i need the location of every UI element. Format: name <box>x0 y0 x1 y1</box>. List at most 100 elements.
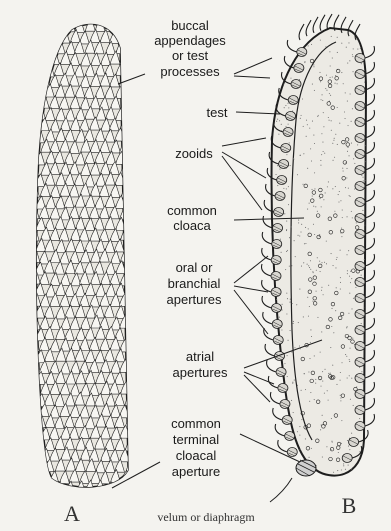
stipple-dot <box>332 143 333 144</box>
stipple-dot <box>359 451 360 452</box>
colony-a-scale <box>126 371 136 384</box>
stipple-dot <box>309 401 310 402</box>
stipple-dot <box>336 259 337 260</box>
stipple-dot <box>332 188 333 189</box>
stipple-dot <box>346 356 347 357</box>
stipple-dot <box>348 155 349 156</box>
colony-a-scale <box>105 18 115 31</box>
label-buccal-3: or test <box>172 48 209 63</box>
stipple-dot <box>287 250 288 251</box>
stipple-dot <box>331 130 332 131</box>
stipple-dot <box>326 263 327 264</box>
buccal-process <box>365 254 375 266</box>
stipple-dot <box>351 278 352 279</box>
stipple-dot <box>364 82 365 83</box>
stipple-dot <box>326 90 327 91</box>
stipple-dot <box>326 446 327 447</box>
stipple-dot <box>293 321 294 322</box>
label-zooids: zooids <box>175 146 213 161</box>
stipple-dot <box>284 213 285 214</box>
stipple-dot <box>281 426 282 427</box>
label-test: test <box>207 105 228 120</box>
stipple-dot <box>341 72 342 73</box>
stipple-dot <box>297 431 298 432</box>
stipple-dot <box>351 308 352 309</box>
stipple-dot <box>349 60 350 61</box>
colony-a-scale <box>25 393 35 406</box>
buccal-process <box>365 206 375 218</box>
stipple-dot <box>318 115 319 116</box>
colony-a-scale <box>34 18 44 31</box>
label-cloaca-2: cloaca <box>173 218 211 233</box>
stipple-dot <box>327 186 328 187</box>
stipple-dot <box>315 383 316 384</box>
caption-b: B <box>342 493 357 518</box>
stipple-dot <box>333 265 334 266</box>
stipple-dot <box>280 37 281 38</box>
stipple-dot <box>286 251 287 252</box>
stipple-dot <box>348 446 349 447</box>
buccal-process <box>365 190 375 202</box>
terminal-aperture <box>270 460 316 502</box>
stipple-dot <box>366 414 367 415</box>
stipple-dot <box>359 418 360 419</box>
stipple-dot <box>347 151 348 152</box>
stipple-dot <box>340 200 341 201</box>
stipple-dot <box>317 116 318 117</box>
stipple-dot <box>342 217 343 218</box>
stipple-dot <box>322 371 323 372</box>
stipple-dot <box>354 188 355 189</box>
stipple-dot <box>309 128 310 129</box>
stipple-dot <box>287 355 288 356</box>
stipple-dot <box>298 220 299 221</box>
stipple-dot <box>335 186 336 187</box>
buccal-process <box>262 248 272 260</box>
stipple-dot <box>314 188 315 189</box>
colony-a-scale <box>26 282 36 295</box>
stipple-dot <box>346 168 347 169</box>
stipple-dot <box>347 101 348 102</box>
stipple-dot <box>302 184 303 185</box>
stipple-dot <box>289 50 290 51</box>
stipple-dot <box>349 195 350 196</box>
stipple-dot <box>361 323 362 324</box>
stipple-dot <box>314 355 315 356</box>
stipple-dot <box>277 119 278 120</box>
colony-a-scale <box>125 85 135 98</box>
stipple-dot <box>352 71 353 72</box>
stipple-dot <box>354 163 355 164</box>
stipple-dot <box>350 282 351 283</box>
stipple-dot <box>320 271 321 272</box>
stipple-dot <box>352 56 353 57</box>
colony-a-scale <box>30 403 40 416</box>
label-terminal-1: common <box>171 416 221 431</box>
stipple-dot <box>309 457 310 458</box>
buccal-process <box>262 232 272 244</box>
stipple-dot <box>293 323 294 324</box>
stipple-dot <box>300 118 301 119</box>
stipple-dot <box>355 287 356 288</box>
stipple-dot <box>320 99 321 100</box>
stipple-dot <box>277 165 278 166</box>
buccal-process <box>365 414 375 426</box>
stipple-dot <box>311 161 312 162</box>
stipple-dot <box>304 61 305 62</box>
stipple-dot <box>301 419 302 420</box>
colony-a-scale <box>35 63 45 76</box>
stipple-dot <box>313 206 314 207</box>
stipple-dot <box>365 145 366 146</box>
stipple-dot <box>324 369 325 370</box>
stipple-dot <box>351 433 352 434</box>
stipple-dot <box>310 260 311 261</box>
stipple-dot <box>288 340 289 341</box>
label-buccal-1: buccal <box>171 18 209 33</box>
stipple-dot <box>284 459 285 460</box>
stipple-dot <box>334 157 335 158</box>
stipple-dot <box>285 126 286 127</box>
stipple-dot <box>340 372 341 373</box>
stipple-dot <box>311 189 312 190</box>
stipple-dot <box>337 52 338 53</box>
stipple-dot <box>342 209 343 210</box>
stipple-dot <box>320 386 321 387</box>
stipple-dot <box>331 308 332 309</box>
